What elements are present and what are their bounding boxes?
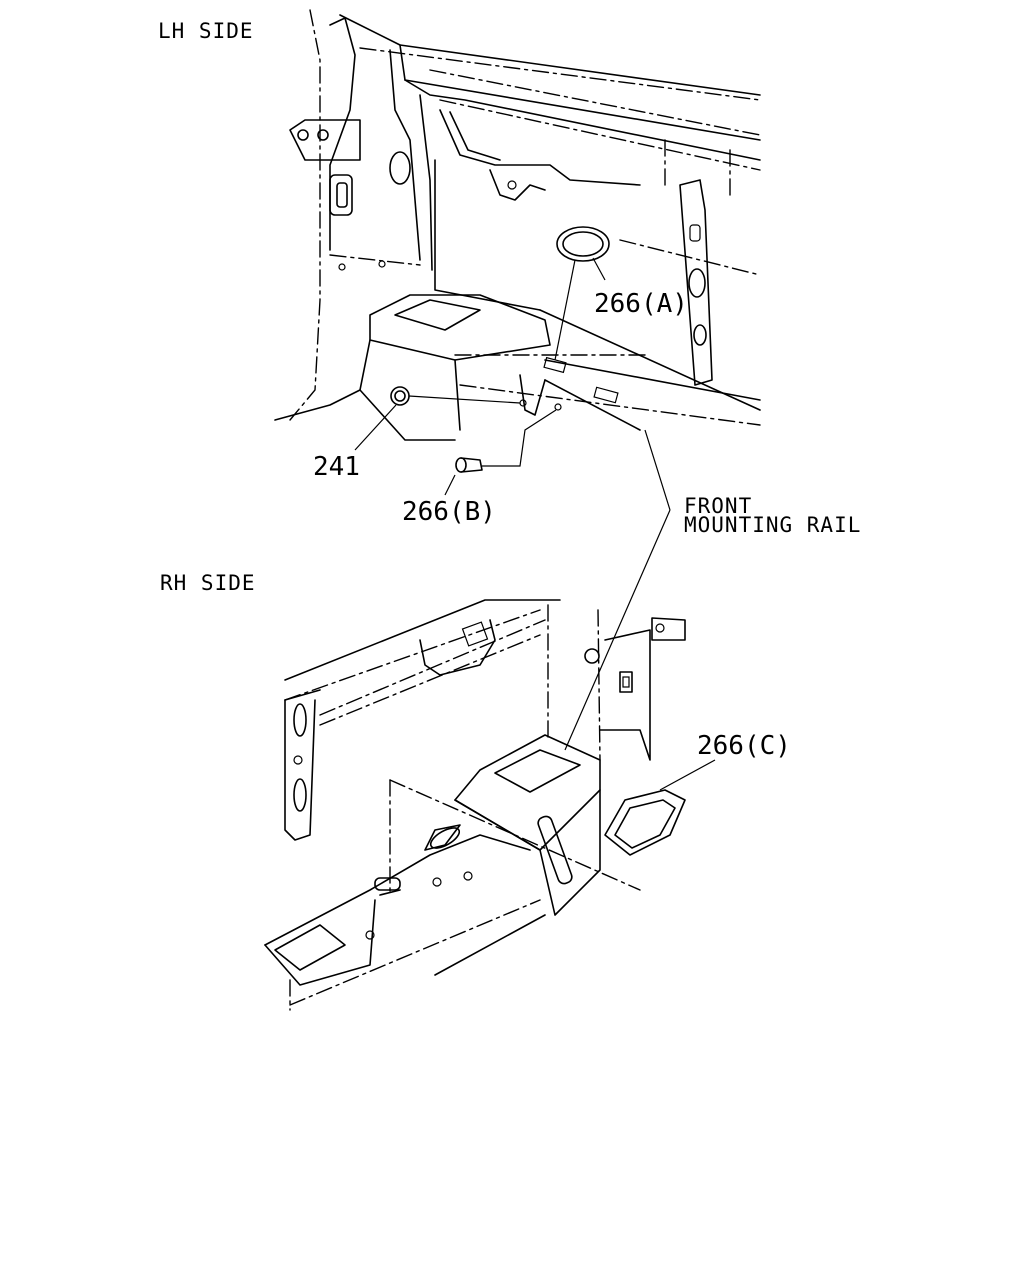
rh-side-label: RH SIDE [160, 571, 256, 595]
callout-266b: 266(B) [402, 497, 496, 527]
callout-241: 241 [313, 452, 360, 482]
note-front: FRONT [684, 494, 752, 518]
lh-side-drawing [274, 9, 761, 496]
callout-266a: 266(A) [594, 289, 688, 319]
rh-side-drawing [264, 429, 716, 1011]
lh-side-label: LH SIDE [158, 19, 254, 43]
note-mounting-rail: MOUNTING RAIL [684, 513, 861, 537]
callout-266c: 266(C) [697, 731, 791, 761]
